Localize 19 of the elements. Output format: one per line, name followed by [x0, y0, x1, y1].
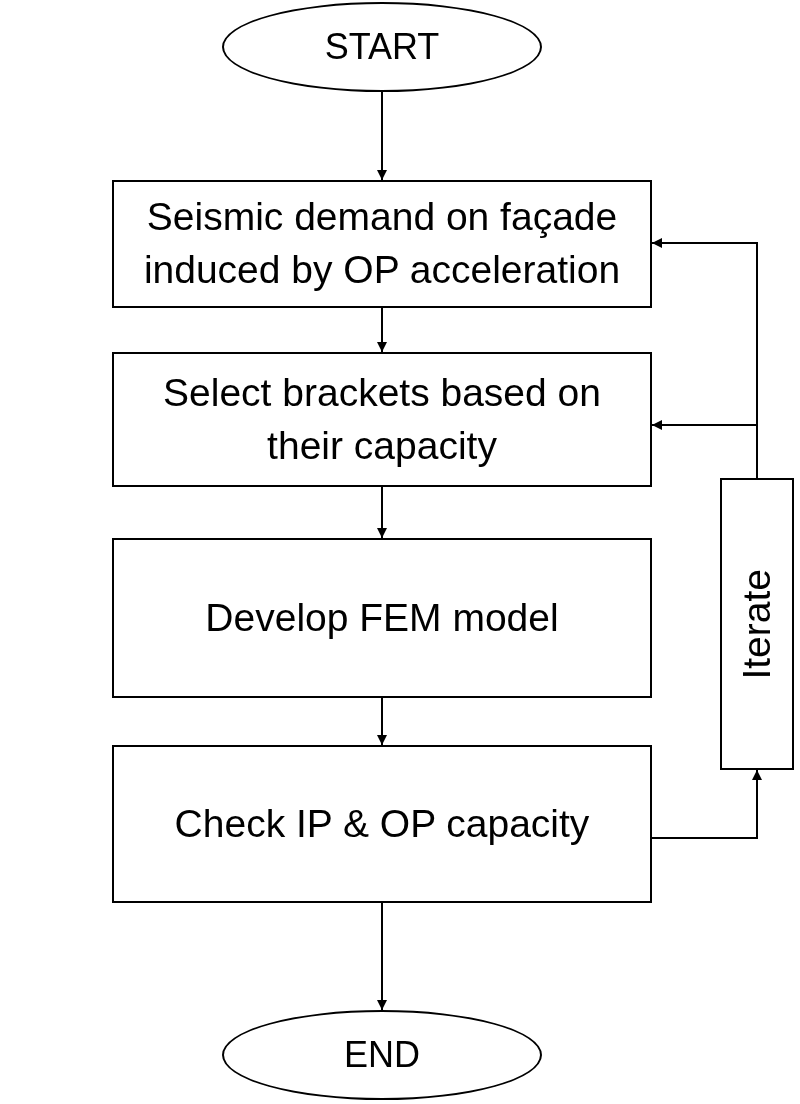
arrow	[651, 769, 762, 839]
process-box	[720, 478, 794, 770]
arrow	[377, 486, 387, 539]
node-label: END	[344, 1032, 420, 1077]
arrow	[377, 902, 387, 1011]
process-box	[112, 538, 652, 698]
node-label: Check IP & OP capacity	[174, 800, 590, 847]
process-box	[112, 352, 652, 487]
process-box	[112, 180, 652, 308]
arrow	[377, 91, 387, 181]
process-box	[112, 745, 652, 903]
node-label: Develop FEM model	[205, 594, 559, 641]
node-label: Select brackets based on their capacity	[162, 369, 602, 469]
arrow	[651, 420, 758, 479]
arrow	[377, 697, 387, 746]
node-label: Seismic demand on façade induced by OP acceleration	[142, 194, 622, 293]
arrow	[377, 307, 387, 353]
node-label: Iterate	[733, 568, 779, 680]
node-label: START	[324, 24, 440, 69]
